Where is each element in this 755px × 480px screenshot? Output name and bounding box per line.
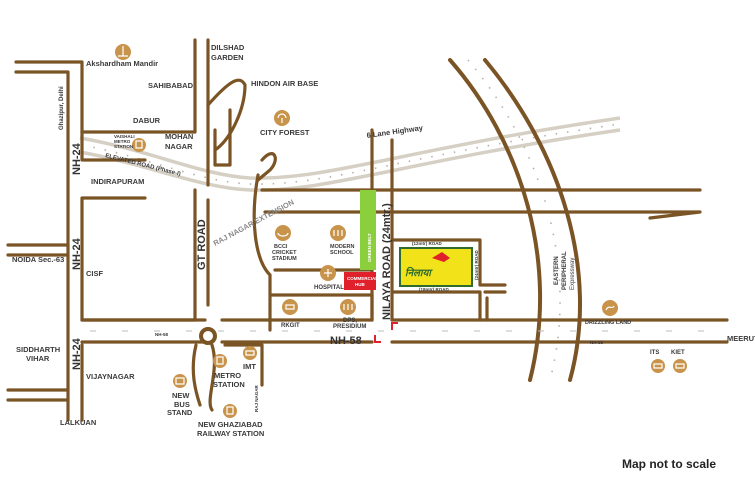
metro-icon bbox=[132, 138, 146, 152]
place-label: NH-58 bbox=[590, 340, 604, 345]
place-label: LALKUAN bbox=[60, 418, 96, 427]
place-label: Akshardham Mandir bbox=[86, 59, 158, 68]
train-icon bbox=[223, 404, 237, 418]
place-label: STAND bbox=[167, 408, 193, 417]
water-park-icon bbox=[602, 300, 618, 316]
train-icon bbox=[213, 354, 227, 368]
place-label: METRO bbox=[214, 371, 241, 380]
place-label: HUB bbox=[355, 282, 365, 287]
project-site bbox=[399, 247, 473, 287]
place-label: DRIZZLING LAND bbox=[585, 320, 631, 326]
school-icon bbox=[330, 225, 346, 241]
place-label: HINDON AIR BASE bbox=[251, 79, 318, 88]
place-label: 6 Lane Highway bbox=[366, 123, 424, 140]
road-network bbox=[6, 40, 729, 422]
project-logo: निलाया bbox=[405, 266, 433, 279]
place-label: STATION bbox=[114, 144, 133, 149]
place-label: STADIUM bbox=[272, 256, 297, 262]
place-label: HOSPITAL bbox=[314, 285, 344, 291]
place-label: MEERUT bbox=[727, 334, 755, 343]
green-belt bbox=[360, 190, 376, 270]
place-label: CISF bbox=[86, 269, 104, 278]
commercial-hub bbox=[344, 272, 376, 290]
place-label: GT ROAD bbox=[196, 219, 208, 270]
place-label: EASTERN bbox=[554, 256, 560, 285]
place-label: KIET bbox=[671, 350, 685, 356]
landmark-icons bbox=[115, 44, 687, 418]
place-label: PERIPHERAL bbox=[562, 251, 568, 290]
place-label: NOIDA Sec.-63 bbox=[12, 255, 64, 264]
place-label: NH-24 bbox=[71, 237, 83, 270]
eastern-peripheral-expressway bbox=[448, 58, 582, 382]
place-label: NH-58 bbox=[330, 335, 362, 347]
place-label: ITS bbox=[650, 350, 659, 356]
temple-icon bbox=[115, 44, 131, 60]
place-label: DABUR bbox=[133, 116, 161, 125]
place-label: VIJAYNAGAR bbox=[86, 372, 135, 381]
place-label: VIHAR bbox=[26, 354, 50, 363]
place-label: RAILWAY STATION bbox=[197, 429, 264, 438]
place-label: MODERN bbox=[330, 244, 354, 250]
place-label: RKGIT bbox=[281, 323, 300, 329]
place-label: INDIRAPURAM bbox=[91, 177, 144, 186]
place-label: RAJ NAGAR bbox=[254, 384, 259, 412]
forest-icon bbox=[274, 110, 290, 126]
place-label: Ghazipur, Delhi bbox=[59, 86, 65, 130]
place-label: STATION bbox=[213, 380, 245, 389]
site-marker bbox=[374, 322, 398, 343]
place-label: VAISHALI bbox=[114, 134, 135, 139]
place-label: CRICKET bbox=[272, 250, 297, 256]
stadium-icon bbox=[275, 225, 291, 241]
place-label: GREEN BELT bbox=[367, 233, 372, 262]
place-label: ELEVATED ROAD (Phase-I) bbox=[105, 153, 182, 178]
map-labels: Akshardham Mandir DILSHAD GARDEN HINDON … bbox=[12, 43, 755, 471]
place-label: NEW GHAZIABAD bbox=[198, 420, 263, 429]
hospital-icon bbox=[320, 265, 336, 281]
place-label: BCCI bbox=[274, 244, 288, 250]
bus-icon bbox=[173, 374, 187, 388]
place-label: DPS, bbox=[343, 318, 357, 324]
place-label: (12mtr) ROAD bbox=[412, 241, 443, 246]
place-label: BUS bbox=[174, 400, 190, 409]
place-label: PRESIDIUM bbox=[333, 324, 366, 330]
place-label: SIDDHARTH bbox=[16, 345, 60, 354]
place-label: GARDEN bbox=[211, 53, 244, 62]
place-label: COMMERCIAL bbox=[347, 276, 378, 281]
place-label: NEW bbox=[172, 391, 190, 400]
place-label: SCHOOL bbox=[330, 250, 354, 256]
place-label: MOHAN bbox=[165, 132, 193, 141]
scale-note: Map not to scale bbox=[622, 457, 716, 471]
place-label: NAGAR bbox=[165, 142, 193, 151]
place-label: IMT bbox=[243, 362, 256, 371]
place-label: NILAYA ROAD (24mtr.) bbox=[381, 203, 393, 320]
project-logo-icon bbox=[432, 252, 450, 262]
place-label: Expressway bbox=[570, 258, 576, 290]
college-icon bbox=[243, 346, 257, 360]
college-icon bbox=[651, 359, 665, 373]
school-icon bbox=[340, 299, 356, 315]
place-label: METRO bbox=[114, 139, 131, 144]
place-label: (24mtr) ROAD bbox=[474, 249, 479, 280]
place-label: CITY FOREST bbox=[260, 128, 310, 137]
elevated-road bbox=[79, 116, 621, 192]
place-label: NH-24 bbox=[71, 142, 83, 175]
place-label: DILSHAD bbox=[211, 43, 245, 52]
place-label: NH-24 bbox=[71, 337, 83, 370]
place-label: (18mtr) ROAD bbox=[419, 287, 450, 292]
place-label: SAHIBABAD bbox=[148, 81, 194, 90]
place-label: NH-58 bbox=[155, 332, 169, 337]
college-icon bbox=[282, 299, 298, 315]
college-icon bbox=[673, 359, 687, 373]
